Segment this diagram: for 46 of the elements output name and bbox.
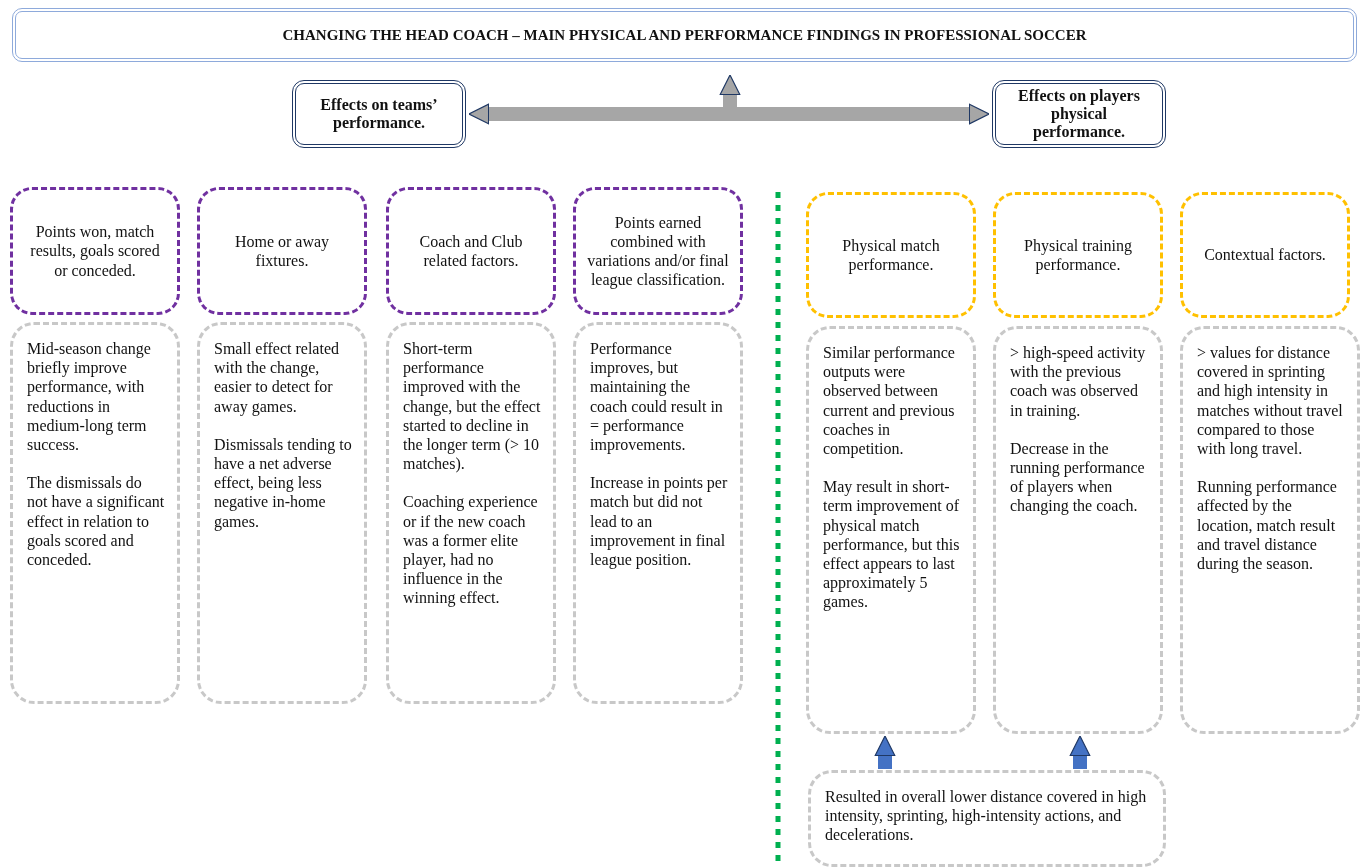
category-text: Coach and Club related factors. [418, 231, 524, 271]
finding-box [10, 322, 180, 704]
arrow [874, 735, 896, 769]
title-text: CHANGING THE HEAD COACH – MAIN PHYSICAL AND PERFORMANCE FINDINGS IN PROFESSIONAL SOCCER [282, 26, 1087, 44]
finding-text: The dismissals do not have a significant effect in relation to goals scored and conceded. [27, 473, 165, 570]
finding-text: Short-term performance improved with the change, but the effect started to decline in the longer term (> 10 matches). [403, 339, 541, 474]
category-box [10, 187, 180, 315]
finding-text: Similar performance outputs were observed between current and previous coaches in competition. [823, 343, 956, 459]
finding-text: Performance improves, but maintaining the coach could result in = performance improvements. [590, 339, 724, 455]
finding-box [386, 322, 556, 704]
category-box [1180, 192, 1350, 318]
finding-text: Running performance affected by the location, match result and travel distance during the season. [1197, 477, 1338, 574]
finding-box [993, 326, 1163, 734]
finding-box [573, 322, 743, 704]
finding-text: Decrease in the running performance of players when changing the coach. [1010, 438, 1146, 516]
category-text: Contextual factors. [1204, 245, 1326, 265]
finding-box [806, 326, 976, 734]
title-box [12, 8, 1357, 62]
finding-text: Resulted in overall lower distance covered in high intensity, sprinting, high-intensity actions, and decelerations. [825, 787, 1148, 845]
category-box [197, 187, 367, 315]
category-text: Physical match performance. [841, 235, 941, 275]
category-text: Points won, match results, goals scored or conceded. [29, 222, 161, 280]
arrow [468, 103, 990, 125]
category-box [993, 192, 1163, 318]
category-text: Home or away fixtures. [233, 231, 331, 271]
finding-text: > values for distance covered in sprinting and high intensity in matches without travel compared to those with long travel. [1197, 343, 1344, 459]
finding-box [197, 322, 367, 704]
category-text: Points earned combined with variations and/or final league classification. [586, 212, 730, 290]
finding-text: > high-speed activity with the previous coach was observed in training. [1010, 343, 1147, 420]
heading-box [992, 80, 1166, 148]
finding-text: Increase in points per match but did not lead to an improvement in final league position. [590, 473, 728, 570]
finding-text: Coaching experience or if the new coach was a former elite player, had no influence in the winning effect. [403, 492, 539, 608]
arrow [1069, 735, 1091, 769]
category-box [386, 187, 556, 315]
finding-box [808, 770, 1166, 867]
category-box [806, 192, 976, 318]
finding-box [1180, 326, 1360, 734]
category-box [573, 187, 743, 315]
category-text: Physical training performance. [1023, 235, 1133, 275]
finding-text: Mid-season change briefly improve performance, with reductions in medium-long term success. [27, 339, 152, 455]
heading-text: Effects on teams’ performance. [319, 96, 439, 132]
finding-text: Small effect related with the change, easier to detect for away games. [214, 339, 340, 416]
heading-box [292, 80, 466, 148]
finding-text: Dismissals tending to have a net adverse effect, being less negative in-home games. [214, 434, 352, 531]
finding-text: May result in short-term improvement of physical match performance, but this effect appears to last approximately 5 games. [823, 477, 961, 612]
heading-text: Effects on players physical performance. [1017, 87, 1141, 141]
